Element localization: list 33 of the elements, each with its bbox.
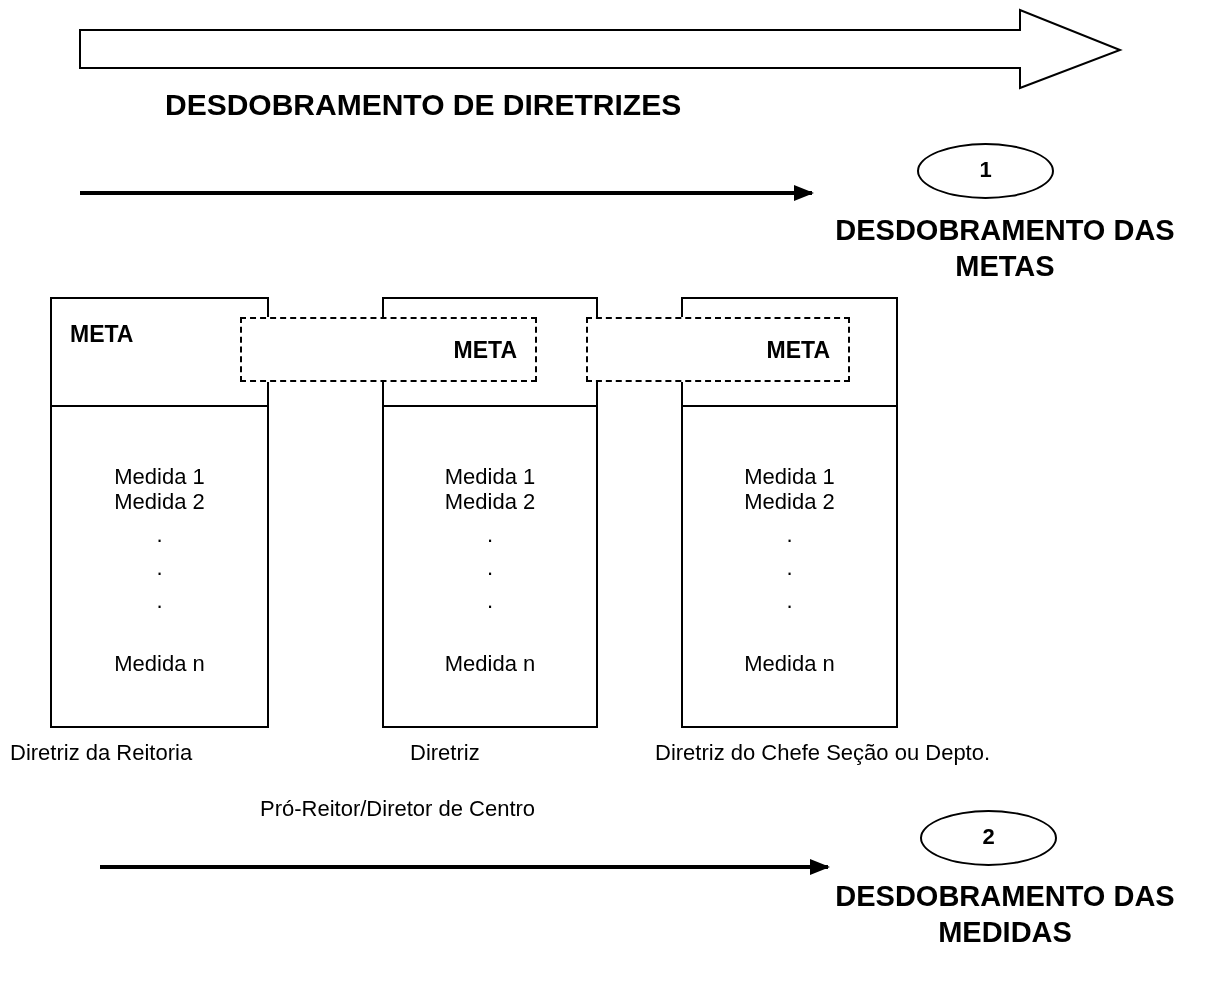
- measure-text: Medida 1: [743, 464, 836, 490]
- measure-text: Medida n: [743, 651, 836, 677]
- step-number: 2: [981, 824, 996, 850]
- heading-text: DESDOBRAMENTO DAS MEDIDAS: [834, 879, 1176, 951]
- list-dot: .: [155, 588, 164, 614]
- measure-text: Medida 1: [113, 464, 206, 490]
- measure-text: Medida 2: [443, 489, 537, 515]
- list-dot: .: [155, 522, 164, 548]
- list-dot: .: [485, 588, 495, 614]
- caption-text: Diretriz do Chefe Seção ou Depto.: [655, 740, 992, 767]
- measure-text: Medida 2: [113, 489, 206, 515]
- heading-text: DESDOBRAMENTO DE DIRETRIZES: [165, 88, 682, 122]
- measure-text: Medida 2: [743, 489, 836, 515]
- list-dot: .: [785, 555, 794, 581]
- heading-text: META: [453, 337, 517, 364]
- list-dot: .: [485, 555, 495, 581]
- measure-text: Medida n: [443, 651, 537, 677]
- heading-text: META: [766, 337, 830, 364]
- caption-text: Diretriz da Reitoria: [10, 740, 194, 767]
- list-dot: .: [155, 555, 164, 581]
- dashed-box: [240, 317, 537, 382]
- list-dot: .: [485, 522, 495, 548]
- heading-text: META: [70, 321, 134, 348]
- heading-text: DESDOBRAMENTO DAS METAS: [834, 213, 1176, 285]
- caption-text: Diretriz: [410, 740, 481, 767]
- step-number: 1: [978, 157, 993, 183]
- dashed-box: [586, 317, 850, 382]
- measure-text: Medida n: [113, 651, 206, 677]
- list-dot: .: [785, 588, 794, 614]
- list-dot: .: [785, 522, 794, 548]
- measure-text: Medida 1: [443, 464, 537, 490]
- column-box: [50, 297, 269, 728]
- caption-text: Pró-Reitor/Diretor de Centro: [260, 796, 537, 823]
